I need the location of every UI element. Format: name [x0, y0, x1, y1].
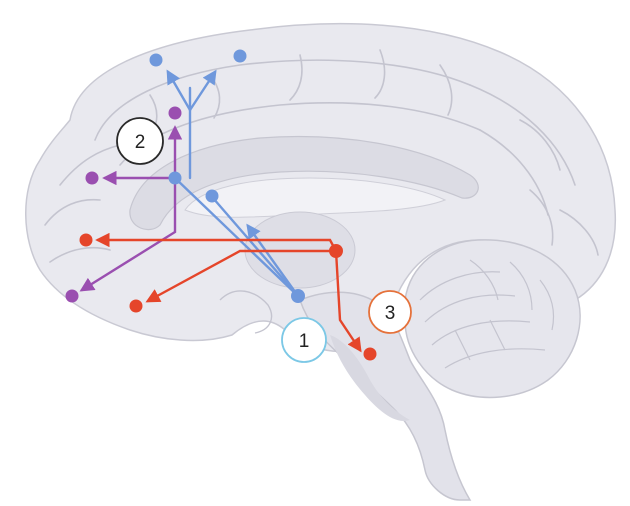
label-1-text: 1 [299, 331, 310, 352]
purple-node-bottom [66, 290, 79, 303]
purple-node-left [86, 172, 99, 185]
blue-node-mid [206, 190, 219, 203]
red-node-origin [329, 244, 343, 258]
blue-node-top-right [234, 50, 247, 63]
label-1: 1 [282, 318, 326, 362]
blue-node-origin [291, 289, 305, 303]
red-node-lower [130, 300, 143, 313]
purple-node-top [169, 107, 182, 120]
label-2-text: 2 [135, 132, 146, 153]
label-2: 2 [117, 118, 163, 164]
red-node-bottom [364, 348, 377, 361]
label-3-text: 3 [385, 303, 396, 324]
red-node-front [80, 234, 93, 247]
label-3: 3 [369, 291, 411, 333]
blue-node-center [169, 172, 182, 185]
blue-node-top-left [150, 54, 163, 67]
